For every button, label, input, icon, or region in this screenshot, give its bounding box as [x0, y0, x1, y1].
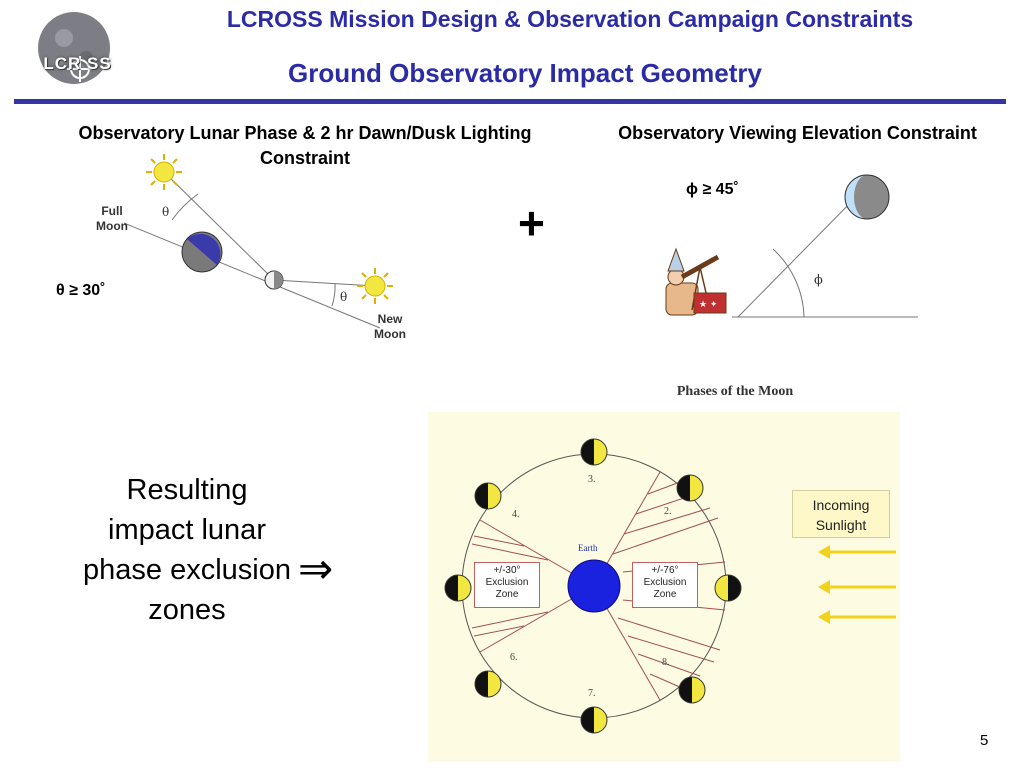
title-divider [14, 99, 1006, 104]
phi-label: ϕ [814, 273, 823, 288]
moon-phase-bottom-right [678, 676, 706, 704]
theta-label-upper: θ [162, 205, 170, 219]
exclusion-zone-right: +/-76° Exclusion Zone [632, 562, 698, 608]
phase-number-3: 3. [588, 474, 596, 485]
moon-phase-bottom [580, 706, 608, 734]
slide-title: LCROSS Mission Design & Observation Camp… [226, 6, 914, 32]
full-moon-label: Full Moon [96, 204, 128, 233]
moon-phase-right [714, 574, 742, 602]
moon-icon [844, 174, 890, 220]
sight-line [737, 192, 861, 318]
zone-right-angle: +/-76° [651, 565, 679, 576]
phi-arc [772, 248, 805, 318]
sun-icon-upper [146, 154, 182, 190]
theta-constraint: θ ≥ 30˚ [56, 282, 106, 299]
zone-left-angle: +/-30° [493, 565, 521, 576]
theta-arc-lower [331, 282, 336, 307]
logo-text: LCR SS [43, 54, 112, 73]
observer-globe-icon [264, 270, 284, 290]
full-moon-icon [181, 231, 223, 273]
theta-label-lower: θ [340, 290, 348, 304]
lighting-diagram [123, 154, 393, 329]
elevation-constraint-heading: Observatory Viewing Elevation Constraint [618, 123, 977, 143]
phase-number-8: 8. [662, 657, 670, 668]
lcross-logo [14, 10, 134, 90]
page-number: 5 [980, 732, 989, 749]
astronomer-icon: ★ ✦ [665, 247, 727, 316]
elevation-diagram: ★ ✦ [665, 174, 918, 318]
zone-left-line2: Exclusion [485, 577, 529, 588]
phase-number-6: 6. [510, 652, 518, 663]
moon-phase-top-right [676, 474, 704, 502]
sunlight-arrows [818, 545, 896, 624]
phase-number-2: 2. [664, 506, 672, 517]
earth-icon [567, 559, 621, 613]
moon-phase-bottom-left [474, 670, 502, 698]
phase-number-7: 7. [588, 688, 596, 699]
moon-phase-top [580, 438, 608, 466]
zone-left-line3: Zone [495, 589, 519, 600]
sun-icon-lower [357, 268, 393, 304]
plus-sign: + [518, 197, 545, 249]
new-moon-label: New Moon [374, 312, 406, 341]
exclusion-zone-left: +/-30° Exclusion Zone [474, 562, 540, 608]
full-moon-line [123, 222, 381, 329]
phases-diagram [444, 438, 896, 734]
slide-subtitle: Ground Observatory Impact Geometry [288, 58, 762, 88]
implies-arrow-icon: ⇒ [298, 544, 334, 593]
phases-title: Phases of the Moon [676, 384, 794, 399]
zone-right-line2: Exclusion [643, 577, 687, 588]
earth-label: Earth [578, 543, 598, 553]
svg-text:★ ✦: ★ ✦ [699, 300, 718, 310]
lighting-constraint-heading: Observatory Lunar Phase & 2 hr Dawn/Dusk… [78, 123, 532, 168]
result-description: Resulting impact lunar phase exclusion z… [83, 474, 291, 626]
moon-phase-top-left [474, 482, 502, 510]
sun-ray-upper [163, 171, 275, 281]
phase-number-4: 4. [512, 509, 520, 520]
zone-right-line3: Zone [653, 589, 677, 600]
phi-constraint: ϕ ≥ 45˚ [686, 181, 739, 198]
incoming-sunlight-label: Incoming Sunlight [792, 490, 890, 538]
moon-phase-left [444, 574, 472, 602]
theta-arc-upper [171, 193, 199, 221]
